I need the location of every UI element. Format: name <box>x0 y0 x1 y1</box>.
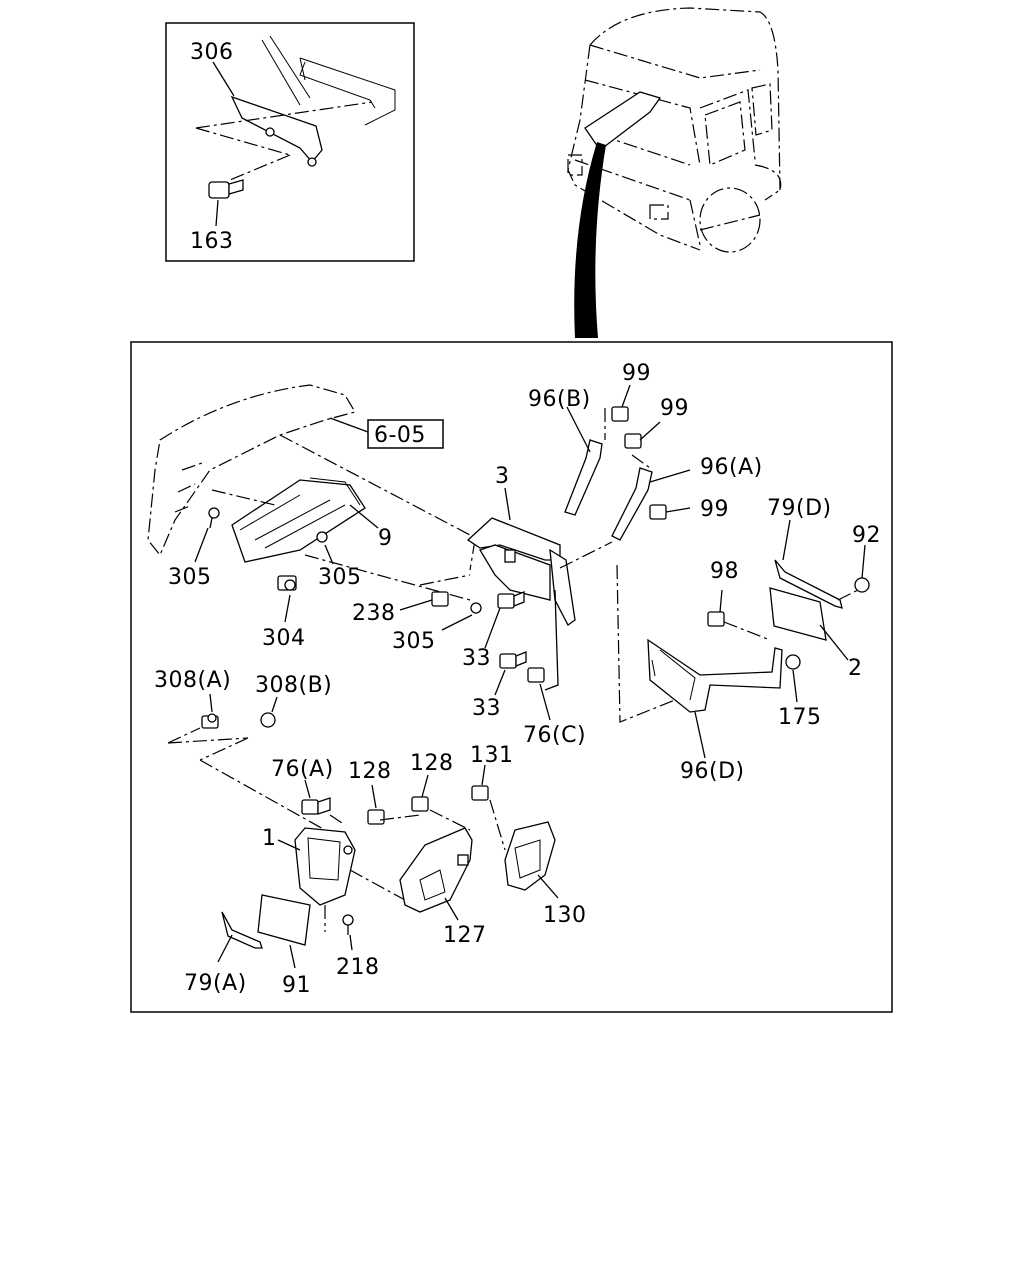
label-2: 2 <box>848 656 863 681</box>
bolt-131 <box>471 785 489 801</box>
label-128-b: 128 <box>410 751 454 776</box>
label-305-b: 305 <box>318 565 362 590</box>
cab-part-highlight <box>584 91 662 151</box>
label-9: 9 <box>378 526 393 551</box>
bolt-33-a <box>497 591 525 609</box>
label-308a: 308(A) <box>154 668 231 693</box>
bolt-98 <box>707 611 725 627</box>
part-79d-strip <box>774 559 843 609</box>
label-33-b: 33 <box>472 696 501 721</box>
part-91-plate <box>257 894 311 946</box>
reference-6-05: 6-05 <box>329 417 444 449</box>
label-92: 92 <box>852 523 881 548</box>
part-1-bracket <box>294 827 356 906</box>
bolt-99-a <box>611 406 629 422</box>
inset-detail: 306 163 <box>165 22 415 262</box>
label-131: 131 <box>470 743 514 768</box>
part-96b-bracket <box>564 439 603 516</box>
bolt-99-b <box>624 433 642 449</box>
label-238: 238 <box>352 601 396 626</box>
label-33-a: 33 <box>462 646 491 671</box>
label-99-b: 99 <box>660 396 689 421</box>
label-306: 306 <box>190 40 234 65</box>
main-frame <box>130 341 893 1013</box>
bracket-306 <box>230 95 323 164</box>
label-127: 127 <box>443 923 487 948</box>
label-99-c: 99 <box>700 497 729 522</box>
part-130-cover <box>504 821 556 891</box>
part-3-bracket <box>466 517 576 626</box>
label-76c: 76(C) <box>523 723 586 748</box>
label-304: 304 <box>262 626 306 651</box>
part-96d-bracket <box>647 638 783 713</box>
clip-308b <box>260 712 276 728</box>
label-218: 218 <box>336 955 380 980</box>
svg-text:6-05: 6-05 <box>374 423 426 448</box>
label-76a: 76(A) <box>271 757 334 782</box>
truck-cab-illustration <box>567 7 782 338</box>
clip-308a <box>201 713 219 729</box>
bolt-163 <box>208 179 244 199</box>
bolt-76c <box>527 667 545 683</box>
bolt-128-a <box>367 809 385 825</box>
label-3: 3 <box>495 464 510 489</box>
label-308b: 308(B) <box>255 673 332 698</box>
part-96a-bracket <box>611 467 653 541</box>
label-96d: 96(D) <box>680 759 745 784</box>
callout-pointer <box>574 142 606 338</box>
part-9-step <box>231 477 366 563</box>
label-130: 130 <box>543 903 587 928</box>
part-79a-strip <box>221 911 263 949</box>
bolt-76a <box>301 797 331 815</box>
bolt-304 <box>277 575 297 591</box>
label-305-a: 305 <box>168 565 212 590</box>
label-99-a: 99 <box>622 361 651 386</box>
label-79a: 79(A) <box>184 971 247 996</box>
label-96b: 96(B) <box>528 387 591 412</box>
bolt-99-c <box>649 504 667 520</box>
nut-92 <box>854 577 870 593</box>
inset-frame <box>165 22 415 262</box>
clip-305-c <box>470 602 482 614</box>
nut-175 <box>785 654 801 670</box>
clip-305-a <box>208 507 220 529</box>
bolt-128-b <box>411 796 429 812</box>
label-163: 163 <box>190 229 234 254</box>
label-79d: 79(D) <box>767 496 832 521</box>
part-2-plate <box>769 587 827 641</box>
label-128-a: 128 <box>348 759 392 784</box>
part-127-cover <box>399 827 473 913</box>
label-305-c: 305 <box>392 629 436 654</box>
label-98: 98 <box>710 559 739 584</box>
clip-218 <box>342 914 354 935</box>
label-1: 1 <box>262 826 277 851</box>
bolt-33-b <box>499 651 527 669</box>
bolt-238 <box>431 591 449 607</box>
label-96a: 96(A) <box>700 455 763 480</box>
label-91: 91 <box>282 973 311 998</box>
label-175: 175 <box>778 705 822 730</box>
clip-305-b <box>316 531 328 543</box>
